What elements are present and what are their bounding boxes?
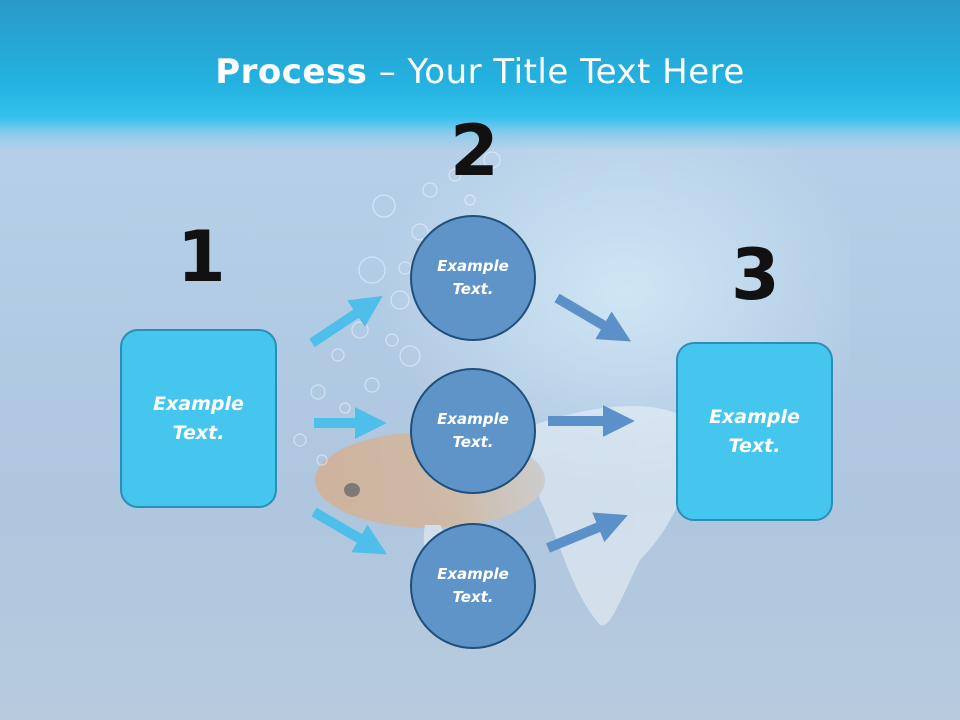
title-text: – Your Title Text Here bbox=[367, 52, 745, 92]
step-number-1: 1 bbox=[177, 216, 226, 298]
step-2-circle-middle-text: Example Text. bbox=[437, 409, 509, 451]
bubbles bbox=[293, 151, 501, 466]
title-bold-word: Process bbox=[215, 52, 368, 92]
arrow-top-circle-to-3 bbox=[554, 293, 632, 342]
step-1-box: Example Text. bbox=[120, 329, 277, 508]
arrow-bottom-circle-to-3 bbox=[546, 512, 628, 553]
step-3-box: Example Text. bbox=[676, 342, 833, 521]
slide-title: Process – Your Title Text Here bbox=[0, 52, 960, 92]
step-2-circle-bottom: Example Text. bbox=[410, 523, 536, 649]
arrow-1-to-top-circle bbox=[309, 295, 383, 348]
step-2-circle-bottom-text: Example Text. bbox=[437, 564, 509, 606]
arrow-1-to-bottom-circle bbox=[311, 507, 388, 555]
step-3-text: Example Text. bbox=[709, 406, 800, 457]
step-2-circle-top: Example Text. bbox=[410, 215, 536, 341]
step-number-2: 2 bbox=[450, 110, 499, 192]
step-2-circle-middle: Example Text. bbox=[410, 368, 536, 494]
step-2-circle-top-text: Example Text. bbox=[437, 256, 509, 298]
step-number-3: 3 bbox=[731, 234, 780, 316]
step-1-text: Example Text. bbox=[153, 393, 244, 444]
title-bar bbox=[0, 0, 960, 150]
